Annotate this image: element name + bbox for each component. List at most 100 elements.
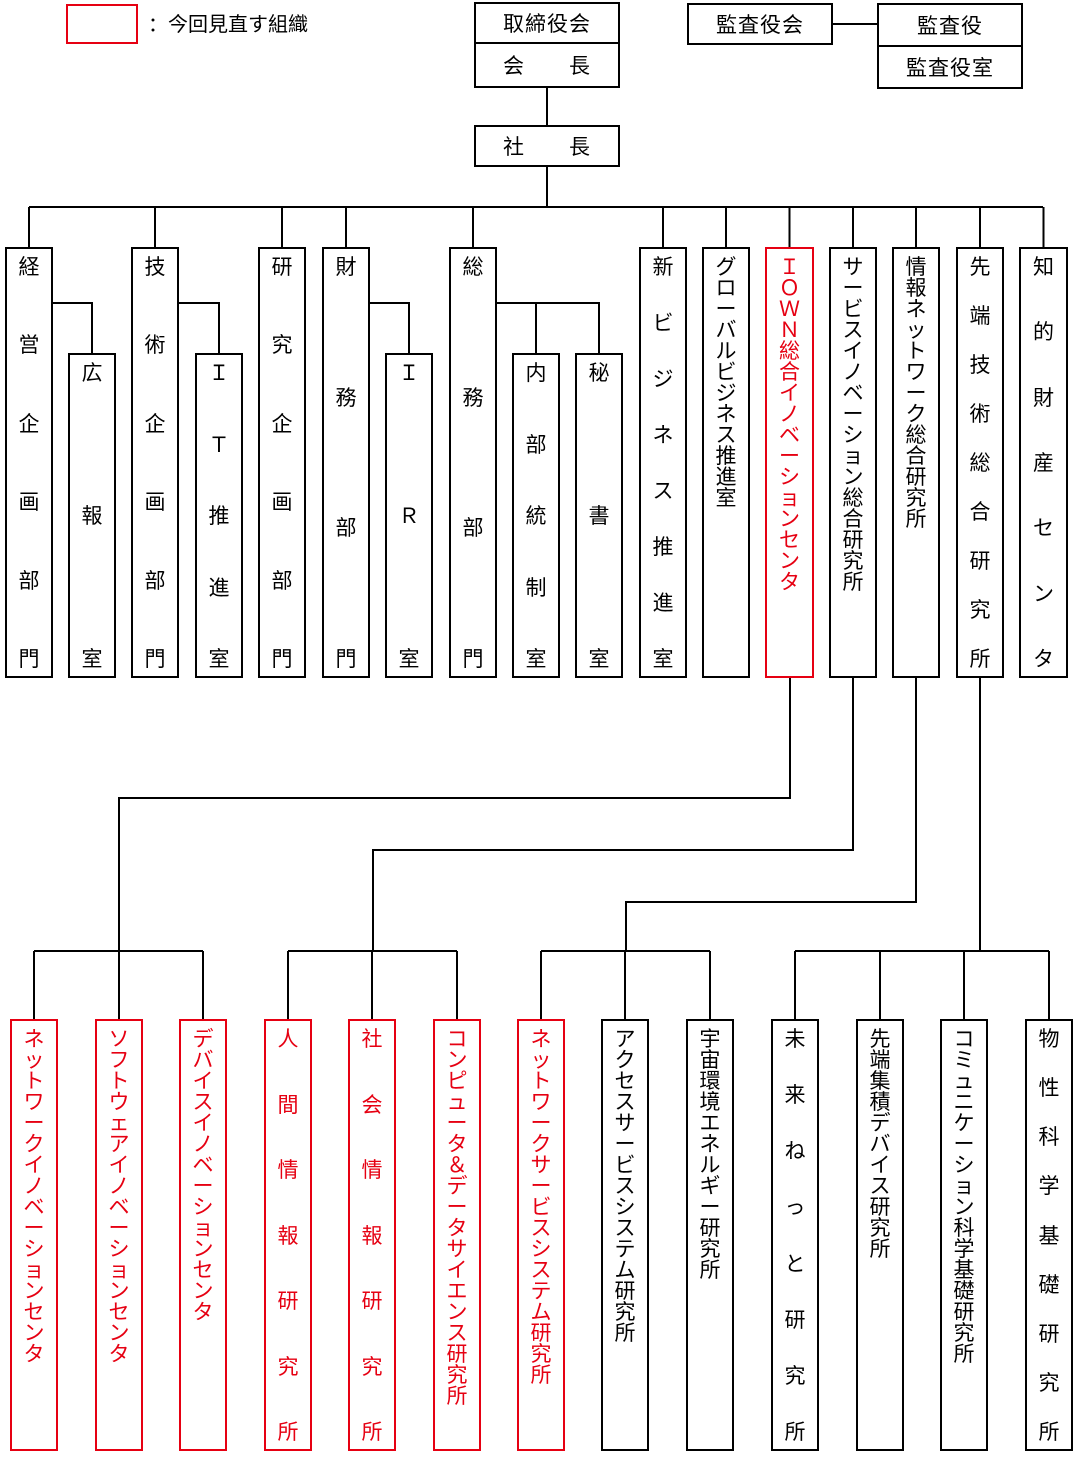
label-char: 基 [953, 1258, 975, 1282]
audit-board-box: 監査役会 [687, 3, 833, 45]
label-char: 究 [1038, 1370, 1060, 1395]
label-char: 所 [842, 570, 864, 594]
label-char: 合 [969, 500, 991, 524]
label-char: ェ [108, 1111, 130, 1135]
label-char: 合 [842, 507, 864, 531]
label-char: 所 [869, 1237, 891, 1261]
label-char: と [784, 1251, 806, 1276]
label-char: 究 [969, 598, 991, 622]
auditor-box: 監査役 [877, 3, 1023, 47]
label-char: ー [842, 276, 864, 300]
label-char: 合 [905, 444, 927, 468]
label-char: 所 [784, 1419, 806, 1444]
label-char: シ [842, 423, 864, 447]
label-char: ー [715, 297, 737, 321]
label-char: ー [779, 444, 800, 468]
label-char: 会 [361, 1092, 383, 1117]
label-char: 究 [784, 1363, 806, 1388]
label-char: Ｉ [398, 361, 420, 385]
label-char: ー [446, 1111, 468, 1135]
label-char: 研 [271, 255, 293, 279]
label-char: イ [446, 1258, 468, 1282]
label-char: 制 [525, 575, 547, 600]
label-char: 研 [614, 1279, 636, 1303]
label-char: 総 [779, 339, 800, 363]
label-char: 営 [18, 333, 40, 358]
label-char: 室 [715, 486, 737, 510]
label-char: イ [23, 1153, 45, 1177]
lab-dev-innov: デバイスイノベーションセンタ [179, 1019, 227, 1451]
label-char: 先 [869, 1027, 891, 1051]
label-char: ウ [108, 1090, 130, 1114]
label-char: イ [192, 1111, 214, 1135]
label-char: グ [715, 255, 737, 279]
label-char: ョ [953, 1174, 975, 1198]
label-char: 研 [969, 549, 991, 573]
label-char: ノ [192, 1132, 214, 1156]
label-char: 究 [530, 1342, 552, 1366]
label-char: 究 [614, 1300, 636, 1324]
label-char: タ [1033, 646, 1054, 671]
label-char: 門 [462, 646, 484, 671]
label-char: 所 [1038, 1420, 1060, 1444]
label-char: 礎 [953, 1279, 975, 1303]
label-char: 情 [361, 1158, 383, 1182]
dept-gijutsu: 技術企画部門 [131, 247, 179, 678]
label-char: ル [699, 1153, 721, 1177]
label-char: 究 [869, 1216, 891, 1240]
label-char: 門 [271, 646, 293, 671]
label-char: 学 [953, 1237, 975, 1261]
label-char: ト [23, 1069, 45, 1093]
label-char: 積 [869, 1090, 891, 1114]
label-char: シ [192, 1195, 214, 1219]
label-char: ー [699, 1195, 721, 1219]
label-char: 研 [905, 465, 927, 489]
lab-shakai: 社会情報研究所 [348, 1019, 396, 1451]
label-char: 新 [652, 255, 674, 279]
label-char: 部 [525, 432, 547, 457]
label-char: ョ [192, 1216, 214, 1240]
label-char: セ [779, 528, 800, 552]
label-char: バ [869, 1132, 891, 1156]
label-char: 究 [699, 1237, 721, 1261]
label-char: ン [779, 507, 800, 531]
label-char: ピ [446, 1069, 468, 1093]
label-char: ね [784, 1139, 806, 1164]
label-char: デ [869, 1111, 891, 1135]
label-char: ー [530, 1111, 552, 1135]
label-char: ー [842, 402, 864, 426]
label-char: ン [192, 1237, 214, 1261]
connector [179, 302, 220, 353]
label-char: ム [530, 1300, 552, 1324]
label-char: サ [842, 255, 864, 279]
label-char: ス [530, 1258, 552, 1282]
label-char: ン [23, 1321, 45, 1345]
label-char: イ [869, 1153, 891, 1177]
label-char: ッ [905, 318, 927, 342]
lab-ningen: 人間情報研究所 [264, 1019, 312, 1451]
legend-text: ：今回見直す組織 [148, 12, 308, 36]
label-char: ー [23, 1216, 45, 1240]
label-char: ン [108, 1279, 130, 1303]
label-char: 人 [277, 1027, 299, 1051]
lab-nw-service: ネットワークサービスシステム研究所 [517, 1019, 565, 1451]
label-char: ク [614, 1048, 636, 1072]
label-char: ノ [779, 402, 800, 426]
label-char: ル [715, 339, 737, 363]
label-char: 先 [969, 255, 991, 279]
label-char: ョ [23, 1258, 45, 1282]
dept-chiteki: 知的財産センタ [1019, 247, 1068, 678]
label-char: 間 [277, 1092, 299, 1117]
lab-shuseki: 先端集積デバイス研究所 [856, 1019, 904, 1451]
label-char: ー [905, 381, 927, 405]
label-char: 所 [446, 1384, 468, 1408]
label-char: ニ [953, 1090, 975, 1114]
label-char: 性 [1038, 1076, 1060, 1101]
label-char: ー [530, 1174, 552, 1198]
legend-swatch [66, 4, 138, 44]
label-char: 究 [842, 549, 864, 573]
label-char: 部 [271, 568, 293, 593]
label-char: 室 [398, 647, 420, 671]
